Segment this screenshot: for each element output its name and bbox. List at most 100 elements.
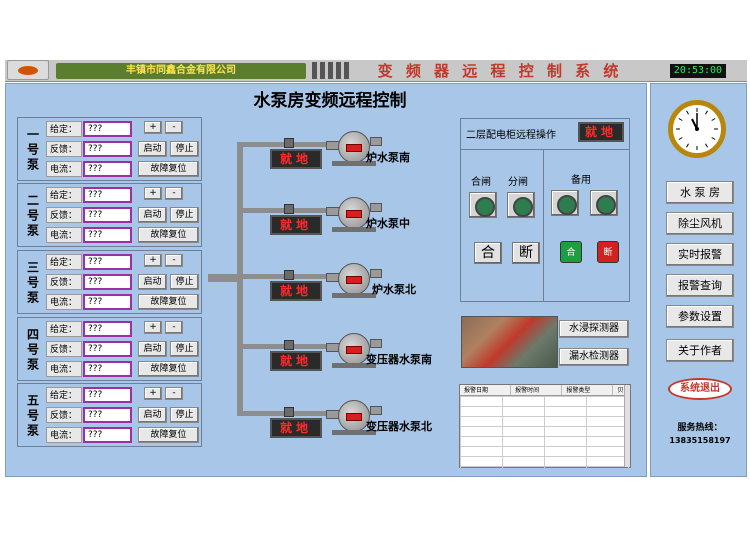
valve-icon[interactable] [284,340,294,350]
start-button[interactable]: 启动 [138,207,167,223]
start-button[interactable]: 启动 [138,341,167,357]
open-indicator-button[interactable] [507,192,535,218]
fault-reset-button[interactable]: 故障复位 [138,427,199,443]
red-open-button[interactable]: 断 [597,241,619,263]
fault-reset-button[interactable]: 故障复位 [138,361,199,377]
fault-reset-button[interactable]: 故障复位 [138,227,199,243]
main-pipe-vertical [237,142,243,416]
close-label: 合闸 [471,177,491,188]
given-field[interactable]: ??? [83,387,132,403]
open-button[interactable]: 断 [512,242,540,264]
current-field: ??? [83,227,132,243]
pump-group-name: 三号泵 [25,260,40,306]
stop-button[interactable]: 停止 [170,341,199,357]
decrease-button[interactable]: - [165,187,183,200]
pump-group-name: 二号泵 [25,193,40,239]
digital-clock: 20:53:00 [670,64,726,78]
current-field: ??? [83,161,132,177]
start-button[interactable]: 启动 [138,274,167,290]
pump-label: 变压器水泵北 [366,420,432,433]
nav-alarm-query-button[interactable]: 报警查询 [666,274,734,297]
given-label: 给定： [46,121,82,137]
pump-icon[interactable] [326,329,390,369]
fault-reset-button[interactable]: 故障复位 [138,294,199,310]
stop-button[interactable]: 停止 [170,407,199,423]
increase-button[interactable]: + [144,387,162,400]
decrease-button[interactable]: - [165,387,183,400]
given-field[interactable]: ??? [83,187,132,203]
pump-icon[interactable] [326,127,390,167]
alarm-table[interactable]: 报警日期 报警时间 报警类型 贝 [459,384,631,468]
valve-icon[interactable] [284,138,294,148]
valve-icon[interactable] [284,270,294,280]
pump-status-display: 就地 [270,351,322,371]
stop-button[interactable]: 停止 [170,141,199,157]
feedback-field: ??? [83,141,132,157]
nav-pump-room-button[interactable]: 水 泵 房 [666,181,734,204]
pump-group-name: 五号泵 [25,393,40,439]
standby-indicator-button-2[interactable] [590,190,618,216]
company-logo-icon [7,60,49,80]
decrease-button[interactable]: - [165,321,183,334]
nav-realtime-alarm-button[interactable]: 实时报警 [666,243,734,266]
pump-label: 炉水泵北 [372,283,416,296]
standby-indicator-button-1[interactable] [551,190,579,216]
alarm-table-body [460,396,630,468]
panel-divider [543,150,544,302]
feedback-field: ??? [83,207,132,223]
given-label: 给定： [46,187,82,203]
pump-group: 一号泵 给定： ??? + - 反馈： ??? 启动 停止 电流： ??? 故障… [17,117,202,181]
fault-reset-button[interactable]: 故障复位 [138,161,199,177]
pump-group: 五号泵 给定： ??? + - 反馈： ??? 启动 停止 电流： ??? 故障… [17,383,202,447]
leak-detector-button[interactable]: 漏水检测器 [559,348,629,366]
feedback-field: ??? [83,341,132,357]
nav-parameter-settings-button[interactable]: 参数设置 [666,305,734,328]
pump-icon[interactable] [326,193,390,233]
given-label: 给定： [46,387,82,403]
feedback-label: 反馈： [46,341,82,357]
pump-icon[interactable] [326,396,390,436]
close-indicator-button[interactable] [469,192,497,218]
column-time: 报警时间 [511,385,563,395]
panel-divider [461,149,629,150]
given-field[interactable]: ??? [83,121,132,137]
pump-status-display: 就地 [270,215,322,235]
given-field[interactable]: ??? [83,254,132,270]
pump-status-display: 就地 [270,418,322,438]
feedback-field: ??? [83,274,132,290]
current-label: 电流： [46,161,82,177]
remote-operation-label: 二层配电柜远程操作 [466,130,556,141]
given-field[interactable]: ??? [83,321,132,337]
stop-button[interactable]: 停止 [170,274,199,290]
increase-button[interactable]: + [144,254,162,267]
close-button[interactable]: 合 [474,242,502,264]
increase-button[interactable]: + [144,187,162,200]
stop-button[interactable]: 停止 [170,207,199,223]
green-close-button[interactable]: 合 [560,241,582,263]
feedback-label: 反馈： [46,407,82,423]
pump-icon[interactable] [326,259,390,299]
feedback-label: 反馈： [46,207,82,223]
flood-detector-button[interactable]: 水浸探测器 [559,320,629,338]
current-label: 电流： [46,427,82,443]
feedback-label: 反馈： [46,274,82,290]
exit-button[interactable]: 系统退出 [668,378,732,400]
pump-status-display: 就地 [270,281,322,301]
alarm-table-scrollbar[interactable] [624,385,630,467]
decrease-button[interactable]: - [165,121,183,134]
valve-icon[interactable] [284,204,294,214]
current-field: ??? [83,361,132,377]
hotline-number: 13835158197 [669,436,731,445]
hotline-label: 服务热线： [677,423,723,433]
feedback-field: ??? [83,407,132,423]
switchgear-panel [460,118,630,302]
valve-icon[interactable] [284,407,294,417]
start-button[interactable]: 启动 [138,407,167,423]
increase-button[interactable]: + [144,121,162,134]
increase-button[interactable]: + [144,321,162,334]
start-button[interactable]: 启动 [138,141,167,157]
nav-dust-fan-button[interactable]: 除尘风机 [666,212,734,235]
decrease-button[interactable]: - [165,254,183,267]
analog-clock-icon [668,100,726,158]
nav-about-author-button[interactable]: 关于作者 [666,339,734,362]
